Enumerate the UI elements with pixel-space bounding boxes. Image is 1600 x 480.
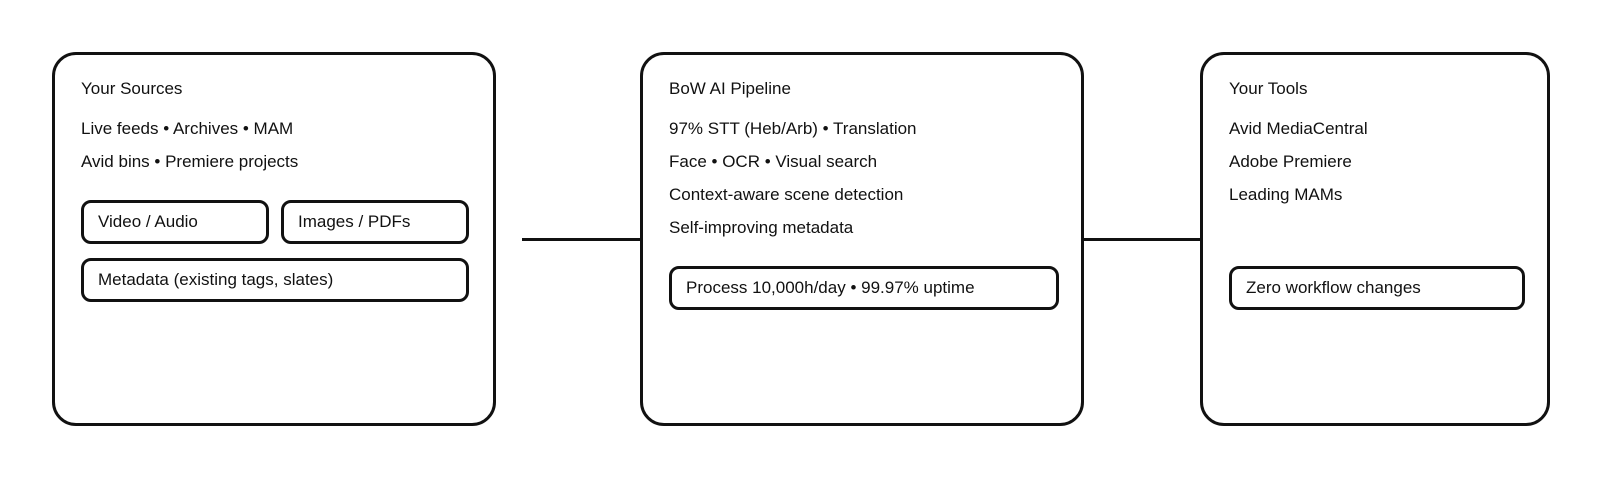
sources-panel: Your Sources Live feeds • Archives • MAM… [52, 52, 496, 426]
chip-metadata: Metadata (existing tags, slates) [81, 258, 469, 302]
pipeline-line-3: Context-aware scene detection [669, 185, 904, 204]
tools-line-1: Avid MediaCentral [1229, 119, 1368, 138]
connector-pipeline-to-tools [1082, 238, 1204, 241]
pipeline-panel: BoW AI Pipeline 97% STT (Heb/Arb) • Tran… [640, 52, 1084, 426]
sources-line-2: Avid bins • Premiere projects [81, 152, 299, 171]
pipeline-title: BoW AI Pipeline [669, 79, 791, 98]
sources-title: Your Sources [81, 79, 183, 98]
pipeline-line-4: Self-improving metadata [669, 218, 854, 237]
tools-highlight: Zero workflow changes [1229, 266, 1525, 310]
connector-sources-to-pipeline [522, 238, 644, 241]
tools-line-3: Leading MAMs [1229, 185, 1343, 204]
pipeline-line-2: Face • OCR • Visual search [669, 152, 878, 171]
pipeline-line-1: 97% STT (Heb/Arb) • Translation [669, 119, 917, 138]
tools-panel: Your Tools Avid MediaCentral Adobe Premi… [1200, 52, 1550, 426]
tools-line-2: Adobe Premiere [1229, 152, 1352, 171]
chip-video-audio: Video / Audio [81, 200, 269, 244]
chip-images-pdfs: Images / PDFs [281, 200, 469, 244]
pipeline-highlight: Process 10,000h/day • 99.97% uptime [669, 266, 1059, 310]
tools-title: Your Tools [1229, 79, 1308, 98]
sources-line-1: Live feeds • Archives • MAM [81, 119, 294, 138]
